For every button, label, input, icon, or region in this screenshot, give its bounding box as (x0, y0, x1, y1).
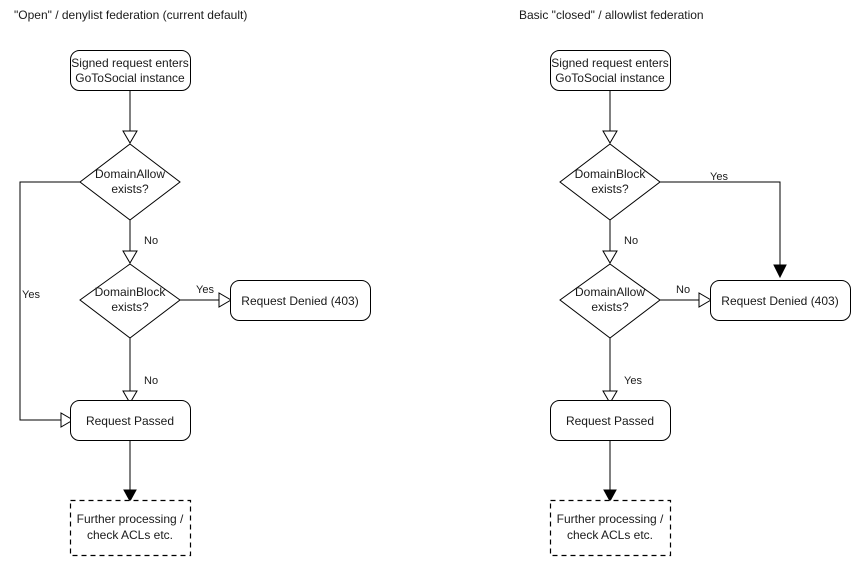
edge-label-block-no-right: No (624, 235, 638, 247)
edge-label-allow-yes-right: Yes (624, 375, 642, 387)
start-node-right-line2: GoToSocial instance (555, 71, 665, 85)
arrowhead-block-no-left (122, 390, 138, 404)
arrowhead-start-to-block-right (602, 130, 618, 144)
denied-node-left (230, 280, 371, 321)
arrowhead-block-yes-left (218, 292, 232, 308)
edge-block-yes-right (660, 181, 781, 272)
start-node-right-line1: Signed request enters (551, 56, 668, 70)
decision-domainallow-left-line2: exists? (111, 182, 149, 196)
further-processing-node-left-line2: check ACLs etc. (87, 528, 173, 542)
further-processing-node-right (549, 499, 672, 557)
arrowhead-block-yes-right (773, 264, 787, 279)
edge-label-block-no-left: No (144, 375, 158, 387)
column-open-denylist: "Open" / denylist federation (current de… (14, 8, 371, 557)
edge-label-allow-no-left: No (144, 235, 158, 247)
edge-label-block-yes-left: Yes (196, 284, 214, 296)
decision-domainallow-right-line2: exists? (591, 300, 629, 314)
edge-label-allow-yes-left: Yes (22, 289, 40, 301)
arrowhead-start-to-allow-left (122, 130, 138, 144)
column-title-open-denylist: "Open" / denylist federation (current de… (14, 8, 247, 22)
further-processing-node-left (69, 499, 192, 557)
passed-node-right-label: Request Passed (566, 414, 654, 428)
arrowhead-passed-to-further-right (603, 489, 617, 503)
decision-domainallow-left-line1: DomainAllow (95, 167, 165, 181)
further-processing-node-right-line2: check ACLs etc. (567, 528, 653, 542)
decision-domainblock-left-line1: DomainBlock (95, 285, 167, 299)
column-title-closed-allowlist: Basic "closed" / allowlist federation (519, 8, 704, 22)
denied-node-left-label: Request Denied (403) (241, 294, 358, 308)
column-closed-allowlist: Basic "closed" / allowlist federation Si… (519, 8, 851, 557)
arrowhead-allow-no-right (698, 292, 712, 308)
start-node-left-line2: GoToSocial instance (75, 71, 185, 85)
further-processing-node-right-line1: Further processing / (557, 512, 664, 526)
edge-allow-yes-left (19, 181, 80, 421)
arrowhead-allow-no-left (122, 250, 138, 264)
decision-domainblock-left-line2: exists? (111, 300, 149, 314)
arrowhead-block-no-right (602, 250, 618, 264)
decision-domainallow-right-line1: DomainAllow (575, 285, 645, 299)
start-node-left-line1: Signed request enters (71, 56, 188, 70)
denied-node-right-label: Request Denied (403) (721, 294, 838, 308)
arrowhead-allow-yes-right (602, 390, 618, 404)
arrowhead-passed-to-further-left (123, 489, 137, 503)
edge-label-block-yes-right: Yes (710, 171, 728, 183)
edge-label-allow-no-right: No (676, 284, 690, 296)
arrowhead-allow-yes-left (60, 412, 74, 428)
decision-domainblock-right-line1: DomainBlock (575, 167, 647, 181)
passed-node-left-label: Request Passed (86, 414, 174, 428)
further-processing-node-left-line1: Further processing / (77, 512, 184, 526)
decision-domainblock-right-line2: exists? (591, 182, 629, 196)
